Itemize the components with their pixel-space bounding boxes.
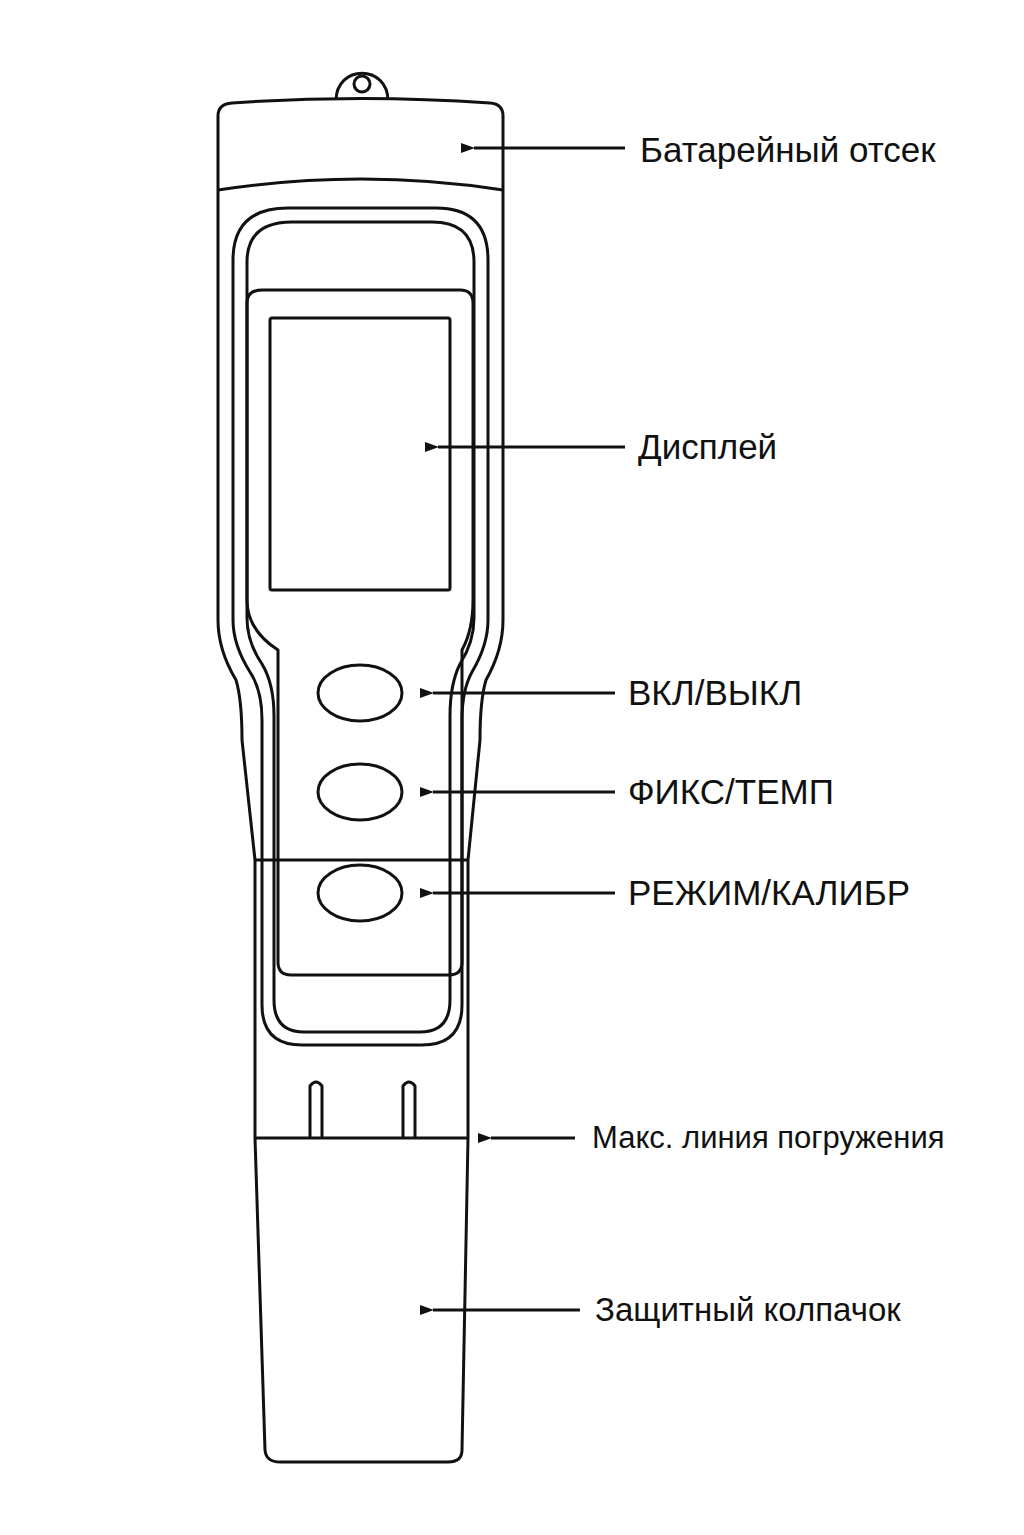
part-label: Защитный колпачок	[595, 1291, 901, 1329]
electrode-slot	[403, 1082, 415, 1138]
leader-arrow	[433, 892, 615, 895]
leader-arrow	[433, 692, 615, 695]
leader-arrow	[433, 791, 615, 794]
immersion-line	[255, 1137, 468, 1140]
leader-arrow	[491, 1137, 575, 1140]
hanging-ring	[336, 73, 388, 101]
part-label: Батарейный отсек	[640, 130, 936, 170]
front-panel-inner	[247, 222, 474, 1032]
display-screen	[270, 318, 450, 590]
button	[318, 764, 402, 820]
meter-body	[218, 190, 503, 1138]
battery-cap	[218, 99, 503, 191]
leader-arrow	[438, 446, 625, 449]
button-label: ВКЛ/ВЫКЛ	[628, 673, 802, 713]
button	[318, 665, 402, 721]
protective-cap	[255, 1138, 468, 1462]
cap-seam	[218, 179, 503, 190]
part-label: Дисплей	[638, 427, 777, 467]
leader-arrow	[474, 147, 625, 150]
electrode-slot	[310, 1082, 322, 1138]
leader-arrow	[433, 1309, 580, 1312]
button-panel	[247, 290, 473, 975]
button-label: РЕЖИМ/КАЛИБР	[628, 873, 910, 913]
collar-line	[255, 859, 468, 862]
part-label: Макс. линия погружения	[592, 1120, 945, 1156]
button-label: ФИКС/ТЕМП	[628, 772, 834, 812]
button	[318, 865, 402, 921]
ring-hole	[354, 76, 370, 92]
front-panel	[233, 208, 488, 1045]
